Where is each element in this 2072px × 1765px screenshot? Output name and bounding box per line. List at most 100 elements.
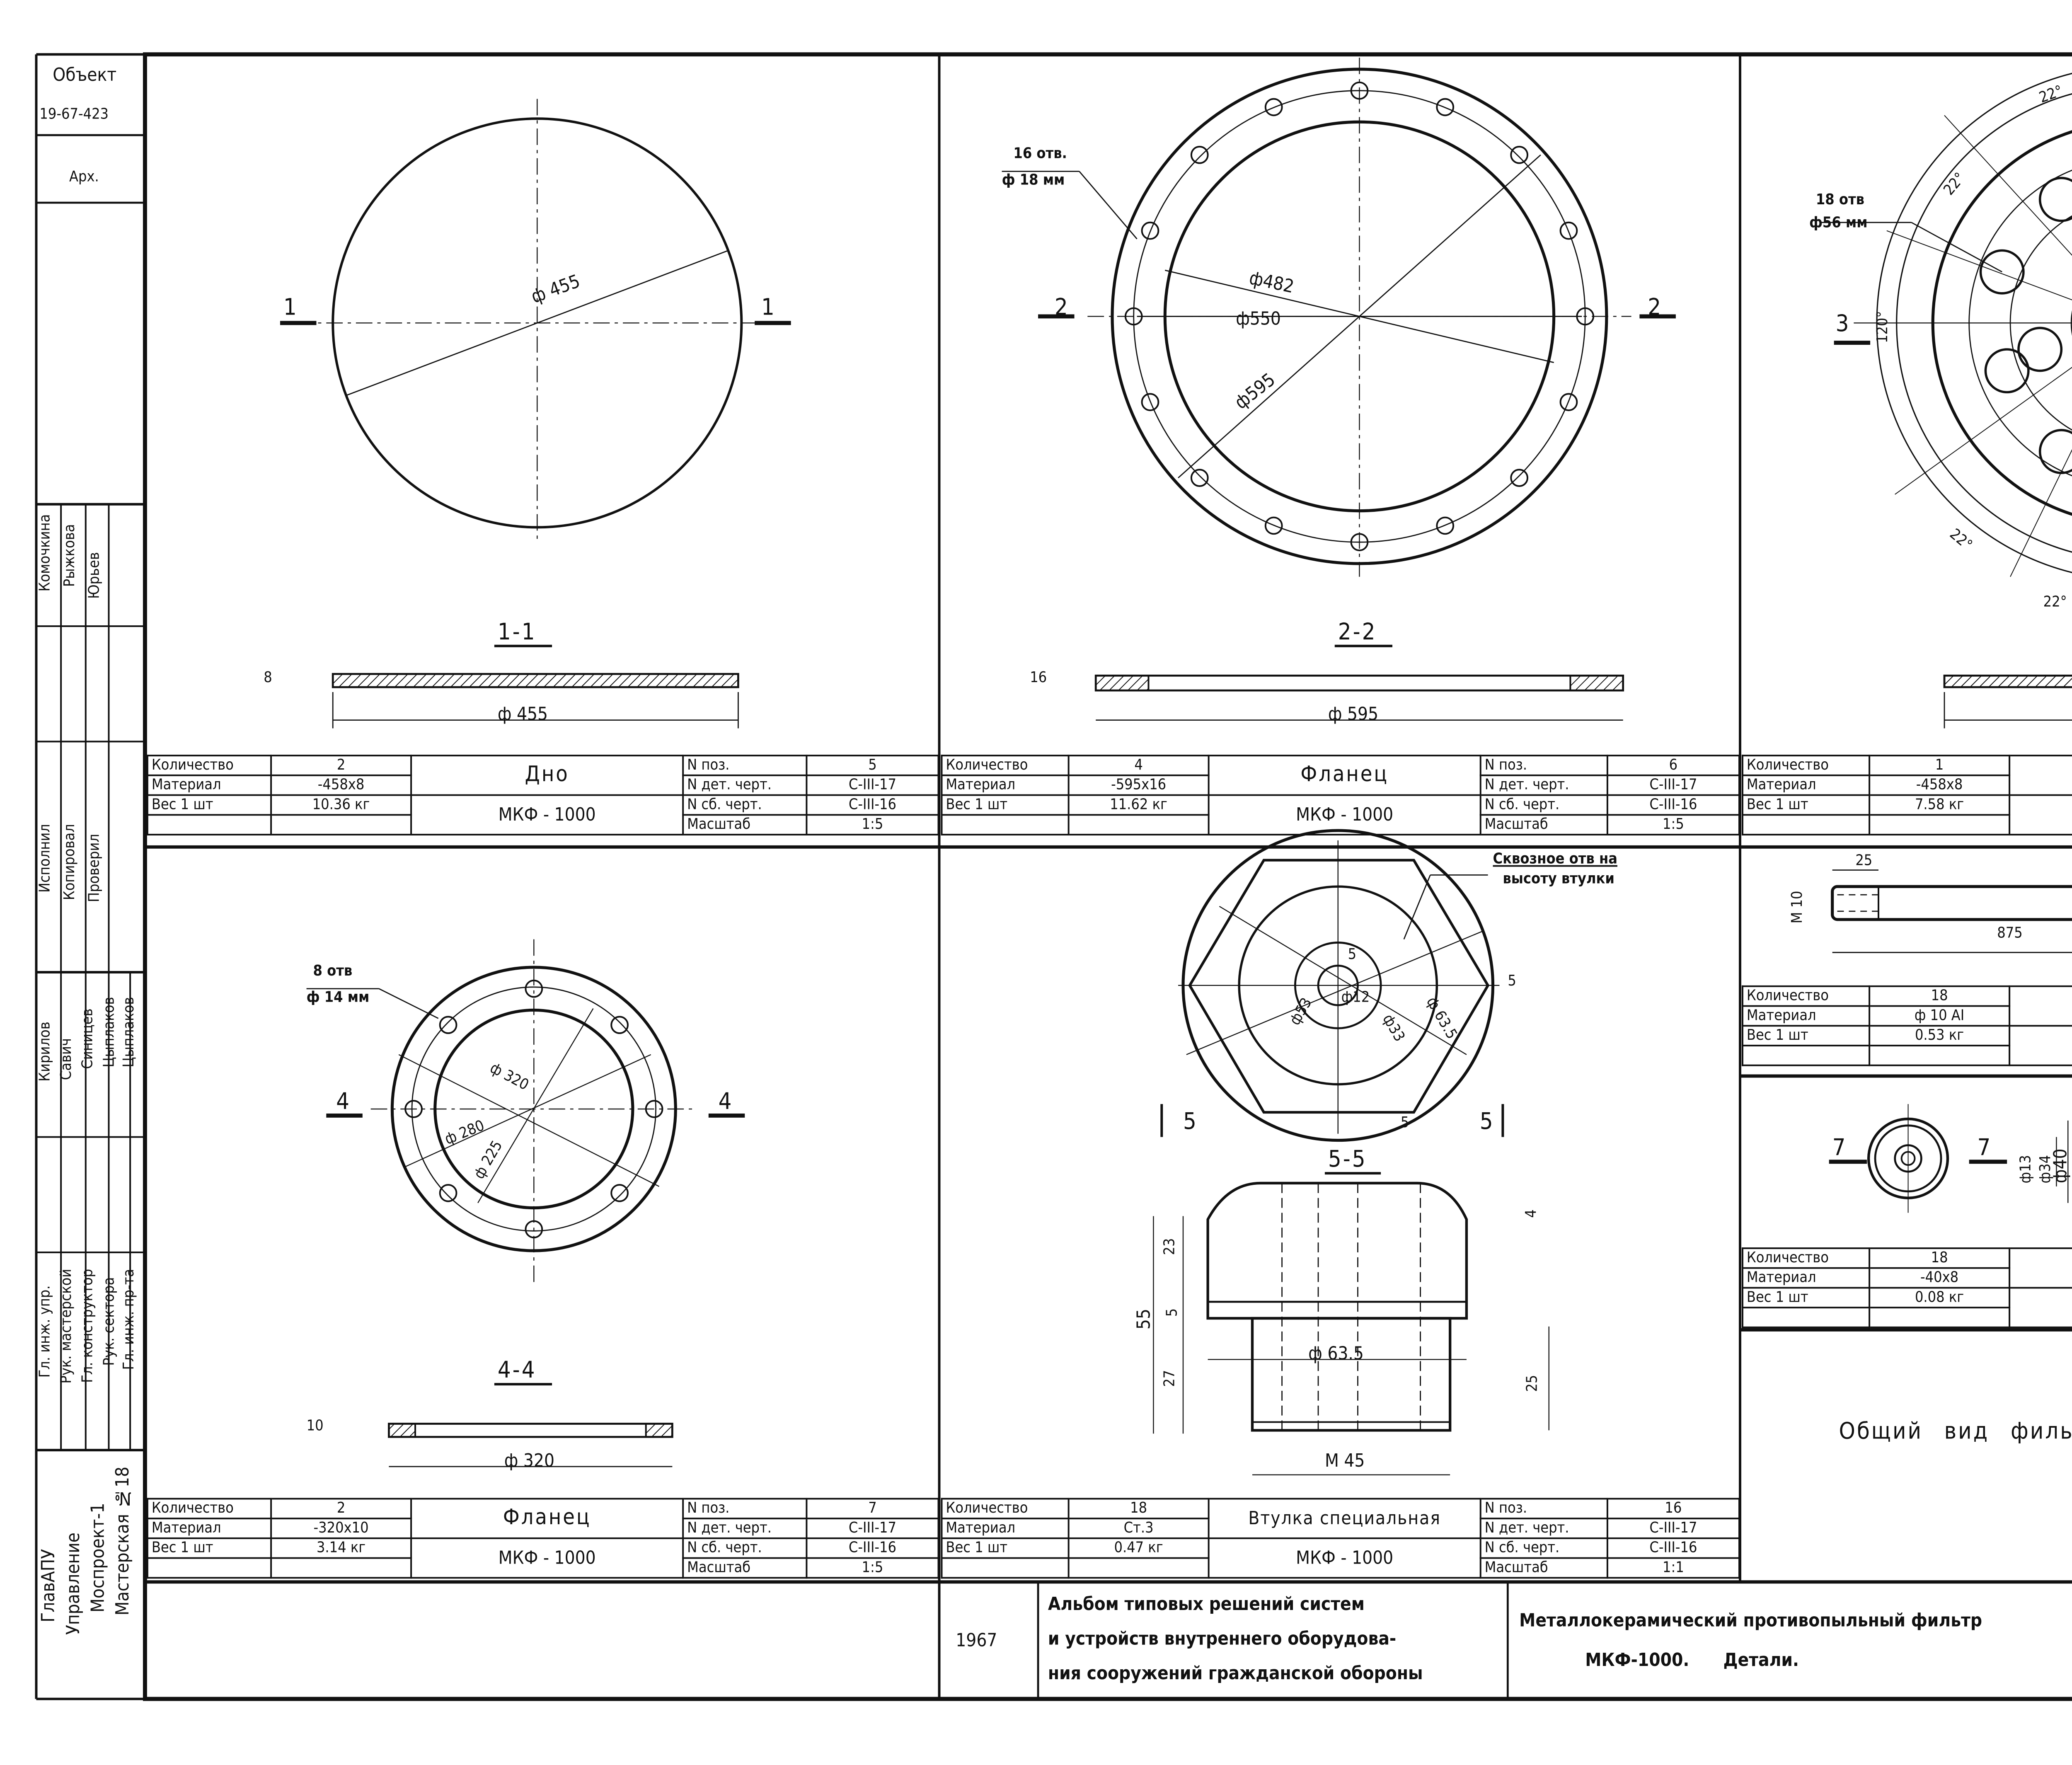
drawing-subtitle: МКФ-1000. Детали. [1585,1649,1799,1671]
dim-height-head: 23 [1162,1238,1179,1255]
assembly-drawing-value: С-III-16 [1606,794,1740,816]
signatory-name: Кирилов [38,1022,55,1082]
dim-thickness: 10 [306,1419,324,1436]
detail-drawing-label: N дет. черт. [1479,1518,1608,1539]
qty-value: 18 [1067,1498,1210,1520]
pos-value: 7 [806,1498,939,1520]
detail-drawing-value: С-III-17 [1606,774,1740,796]
dim-slot: 5 [1348,947,1357,964]
weight-label: Вес 1 шт [1741,1025,1871,1046]
scale-value: 1:5 [806,1557,939,1579]
weight-value: 11.62 кг [1067,794,1210,816]
dim-thread-length: 25 [1525,1375,1542,1392]
pos-value: 6 [1606,755,1740,776]
dim-height-total: 55 [1133,1308,1155,1330]
title-year: 1967 [956,1629,997,1651]
qty-value: 2 [270,1498,412,1520]
detail-drawing-value: С-III-17 [806,774,939,796]
dim-length: 875 [1997,926,2023,943]
weight-value: 3.14 кг [270,1537,412,1559]
material-label: Материал [1741,1005,1871,1027]
spec-table-part-14: Количество18ДонышкоN поз.14 Материал-40x… [1741,1247,2072,1328]
dim-height-thread: 27 [1162,1370,1179,1387]
cut-mark: 1 [283,295,298,322]
material-label: Материал [146,774,272,796]
signatory-name: Комочкина [38,514,55,592]
qty-label: Количество [941,1498,1070,1520]
drawing-title: Металлокерамический противопыльный фильт… [1519,1610,1982,1632]
material-value: -40x8 [1869,1267,2011,1289]
dim-d40: ф40 [2050,1148,2072,1184]
part-model: МКФ - 1000 [410,1537,684,1579]
object-label: Объект [53,64,117,86]
qty-label: Количество [146,1498,272,1520]
part-name: Фланец [2009,755,2072,796]
dim-thread: M 45 [1324,1450,1365,1472]
qty-label: Количество [1741,985,1871,1007]
section-label: 1-1 [497,620,537,646]
weight-label: Вес 1 шт [941,794,1070,816]
holes-count: 16 отв. [1013,146,1067,163]
detail-drawing-value: С-III-17 [806,1518,939,1539]
qty-value: 4 [1067,755,1210,776]
dim-thread: M 10 [1790,891,1807,924]
dim-thickness: 16 [1030,671,1047,688]
qty-label: Количество [1741,755,1871,776]
archive-label: Арх. [69,169,99,186]
pos-label: N поз. [682,1498,808,1520]
scale-value: 1:1 [1606,1557,1740,1579]
org-line: Мастерская №18 [112,1466,134,1616]
detail-drawing-label: N дет. черт. [682,774,808,796]
cut-mark: 1 [761,295,776,322]
assembly-drawing-label: N сб. черт. [682,794,808,816]
assembly-drawing-value: С-III-16 [1606,1537,1740,1559]
section-label: 5-5 [1328,1147,1367,1174]
signatory-role: Исполнил [38,824,55,893]
part-name: Фланец [1208,755,1481,796]
part-model: МКФ - 1000 [1208,794,1481,835]
album-line: ния сооружений гражданской обороны [1048,1663,1423,1684]
material-label: Материал [1741,1267,1871,1289]
holes-count: 8 отв [313,964,353,981]
weight-label: Вес 1 шт [146,794,272,816]
dim-across: ф 63.5 [1308,1343,1364,1365]
angle-label: 120° [1876,311,1892,344]
material-label: Материал [146,1518,272,1539]
through-hole-note: высоту втулки [1503,872,1615,889]
dim-thickness: 8 [264,671,272,688]
cut-mark: 4 [718,1089,733,1116]
cut-mark: 3 [1835,311,1851,338]
dim-thread-length: 25 [1855,853,1873,870]
pos-label: N поз. [1479,755,1608,776]
qty-label: Количество [941,755,1070,776]
signatory-role: Рук. мастерской [59,1269,76,1384]
part-name: Дно [410,755,684,796]
spec-table-part-20: Количество1ФланецN поз.20 Материал-458x8… [1741,755,2072,835]
scale-label: Масштаб [1479,814,1608,835]
signatory-role: Гл. конструктор [80,1269,97,1383]
assembly-drawing-label: N сб. черт. [682,1537,808,1559]
assembly-drawing-label: N сб. черт. [1479,1537,1608,1559]
material-value: -458x8 [270,774,412,796]
angle-label: 22° [2043,595,2067,612]
cut-mark: 4 [336,1089,351,1116]
cut-mark: 5 [1183,1109,1198,1136]
scale-label: Масштаб [682,814,808,835]
assembly-drawing-value: С-III-16 [806,1537,939,1559]
pos-label: N поз. [1479,1498,1608,1520]
weight-value: 0.53 кг [1869,1025,2011,1046]
weight-label: Вес 1 шт [1741,1287,1871,1309]
signatory-name: Синицев [80,1008,97,1069]
weight-label: Вес 1 шт [146,1537,272,1559]
weight-value: 0.08 кг [1869,1287,2011,1309]
cut-mark: 2 [1648,295,1663,322]
material-label: Материал [941,774,1070,796]
signatory-name: Савич [59,1038,76,1080]
assembly-drawing-value: С-III-16 [806,794,939,816]
detail-drawing-label: N дет. черт. [1479,774,1608,796]
part-name: Втулка специальная [1208,1498,1481,1539]
